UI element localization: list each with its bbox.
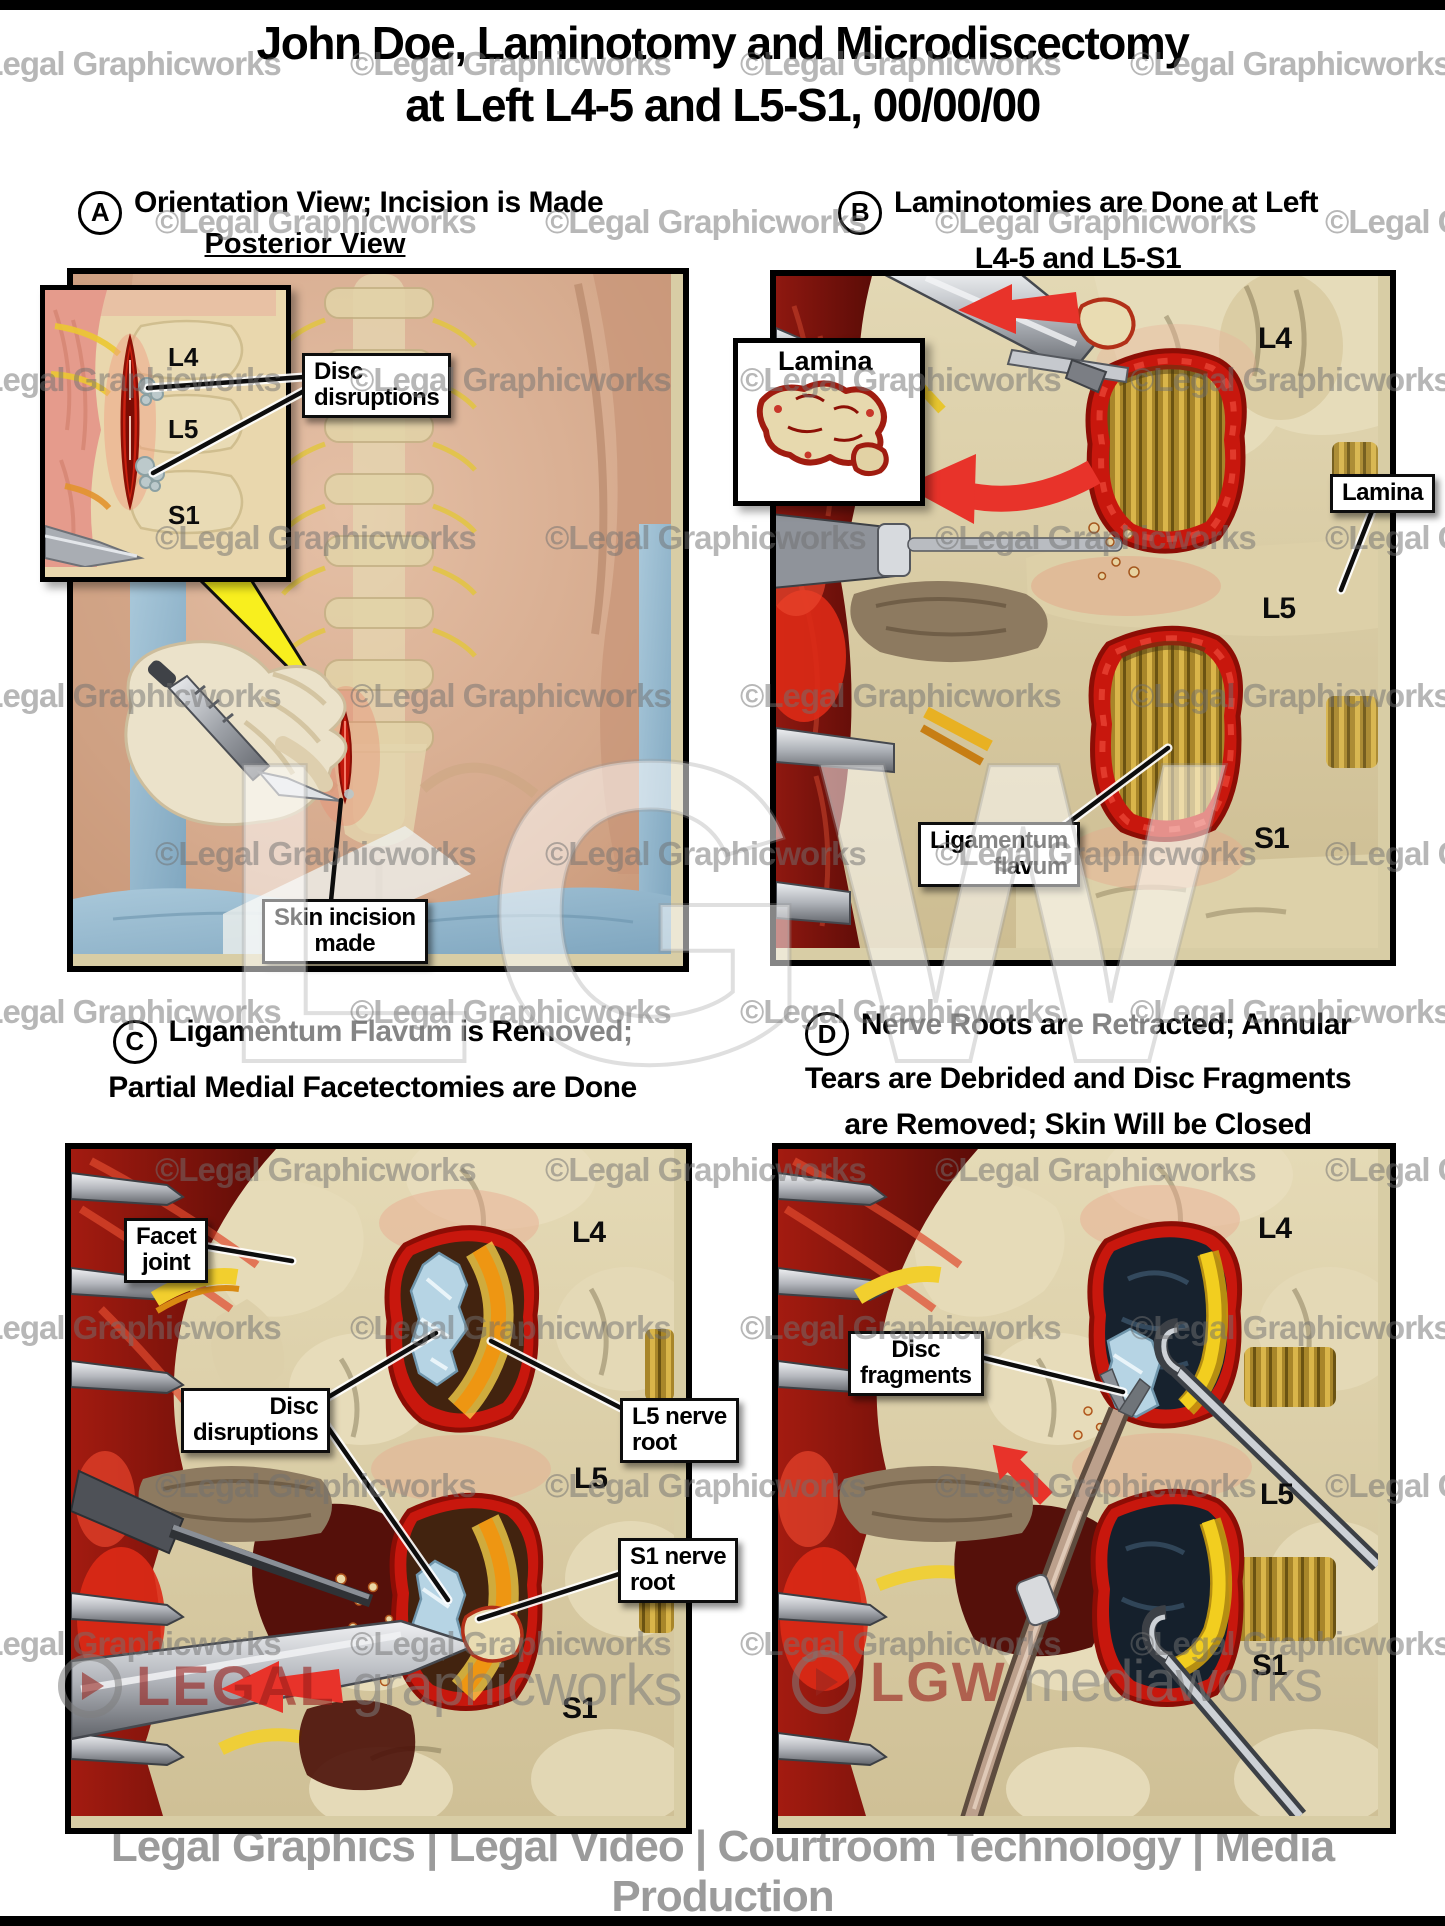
panel-b-label-l4: L4 [1258,322,1292,355]
panel-c-label-s1: S1 [562,1692,598,1725]
panel-b-heading-line1: Laminotomies are Done at Left [894,186,1318,219]
footer-services-line: Legal Graphics | Legal Video | Courtroom… [110,1822,1335,1921]
top-border-bar [0,0,1445,10]
callout-l5-nerve-root: L5 nerve root [620,1398,739,1463]
panel-c-label-l4: L4 [572,1216,606,1249]
panel-a-letter-badge: A [78,190,122,235]
panel-d-scene [778,1149,1378,1816]
panel-b-letter-badge: B [838,190,883,235]
panel-b-heading: B Laminotomies are Done at Left L4-5 and … [772,179,1384,282]
panel-c-letter-badge: C [112,1019,157,1064]
callout-disc-disruptions-a: Disc disruptions [302,353,452,418]
callout-lamina: Lamina [1330,474,1436,513]
panel-d-label-l4: L4 [1258,1212,1292,1245]
panel-b-inset-scene [738,343,910,491]
panel-c-heading: C Ligamentum Flavum is Removed; Partial M… [65,1008,680,1111]
panel-d-letter-badge: D [804,1012,849,1056]
callout-skin-incision-made: Skin incision made [262,899,428,964]
panel-d-label-s1: S1 [1252,1649,1288,1682]
panel-b-inset-title: Lamina [778,346,873,376]
panel-a-label-l4: L4 [168,342,199,372]
panel-c-heading-line1: Ligamentum Flavum is Removed; [168,1015,633,1048]
posterior-view-label: Posterior View [204,228,406,260]
panel-d-heading-line2: Tears are Debrided and Disc Fragments [804,1062,1352,1095]
panel-c-heading-line2: Partial Medial Facetectomies are Done [108,1070,637,1104]
callout-disc-disruptions-c: Disc disruptions [181,1388,331,1453]
panel-a-label-s1: S1 [168,500,200,530]
panel-a-heading-text: Orientation View; Incision is Made [134,186,604,219]
page-title: John Doe, Laminotomy and Microdiscectomy… [0,12,1445,136]
title-line1: John Doe, Laminotomy and Microdiscectomy [256,17,1190,69]
callout-facet-joint: Facet joint [124,1218,209,1283]
panel-d-heading-line1: Nerve Roots are Retracted; Annular [860,1008,1352,1041]
panel-b-label-s1: S1 [1254,822,1290,855]
panel-a-heading: A Orientation View; Incision is Made [78,179,678,235]
panel-d-heading: D Nerve Roots are Retracted; Annular Tear… [772,1002,1384,1148]
panel-c-label-l5: L5 [574,1462,608,1495]
panel-b-inset-lamina [733,338,925,506]
panel-d-label-l5: L5 [1260,1478,1294,1511]
panel-a-inset-scene [45,290,276,567]
title-line2: at Left L4-5 and L5-S1, 00/00/00 [405,79,1041,131]
bottom-border-bar [0,1916,1445,1926]
callout-ligamentum-flavum: Ligamentum flavum [918,822,1080,887]
panel-b-heading-line2: L4-5 and L5-S1 [974,241,1182,275]
callout-disc-fragments: Disc fragments [848,1331,984,1396]
panel-b-label-l5: L5 [1262,592,1296,625]
panel-d-illustration [772,1143,1396,1834]
panel-d-heading-line3: are Removed; Skin Will be Closed [844,1108,1312,1141]
panel-a-inset-closeup [40,285,291,582]
panel-a-label-l5: L5 [168,414,199,444]
callout-s1-nerve-root: S1 nerve root [618,1538,739,1603]
